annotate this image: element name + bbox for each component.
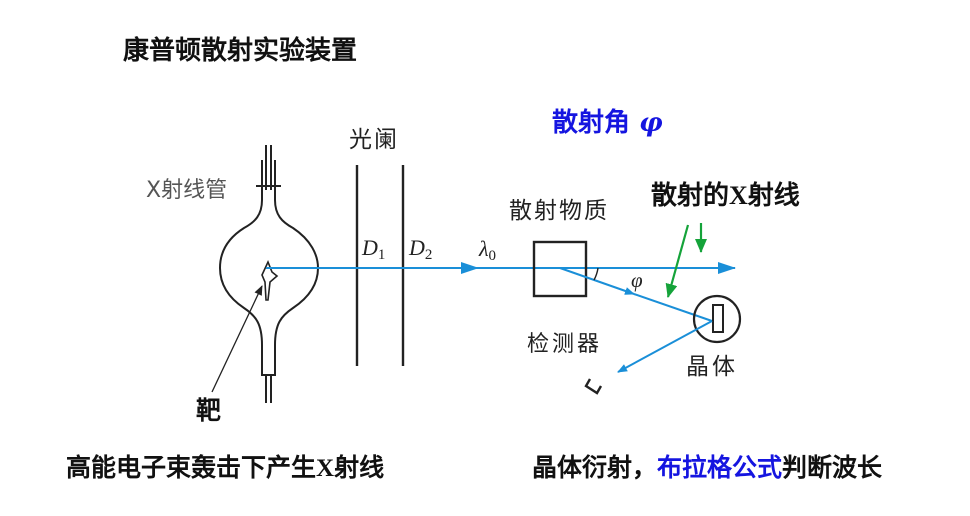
lambda-main: λ	[479, 236, 489, 261]
slit-label: 光阑	[349, 127, 399, 153]
xray-tube-label: X射线管	[146, 178, 228, 203]
scattering-angle-text: 散射角	[552, 108, 631, 138]
wavelength-label: λ0	[479, 238, 496, 264]
angle-phi-label: φ	[631, 268, 643, 292]
diffracted-beam	[617, 320, 713, 373]
caption-right-link: 布拉格公式	[657, 453, 783, 482]
indicator-arrow-long	[665, 224, 690, 298]
scattered-beam	[559, 267, 635, 295]
slit-d1-label: D1	[362, 237, 385, 263]
detector-label: 检测器	[527, 332, 603, 357]
target-label: 靶	[196, 396, 222, 425]
caption-left-x: X	[316, 455, 335, 482]
scattered-xray-heading: 散射的X射线	[651, 181, 800, 211]
d1-sub: 1	[377, 247, 386, 263]
caption-left: 高能电子束轰击下产生X射线	[66, 455, 384, 481]
slit-plates	[355, 165, 405, 366]
detector-shape	[584, 378, 603, 395]
d2-main: D	[409, 235, 425, 260]
angle-arc	[593, 267, 599, 281]
target-pointer	[211, 285, 263, 393]
slit-d2-label: D2	[409, 237, 432, 263]
scatterer-box	[532, 240, 588, 298]
scattering-angle-title: 散射角 φ	[552, 110, 663, 136]
crystal-shape	[692, 294, 742, 344]
page-title: 康普顿散射实验装置	[123, 36, 358, 66]
scattered-xray-suffix: 射线	[747, 181, 800, 211]
scattering-angle-symbol: φ	[639, 108, 663, 138]
caption-left-prefix: 高能电子束轰击下产生	[66, 453, 317, 482]
crystal-label: 晶体	[686, 354, 738, 380]
lambda-sub: 0	[488, 248, 497, 264]
scattered-beam-2	[633, 293, 713, 322]
scattered-xray-x: X	[729, 181, 748, 210]
xray-tube-shape	[218, 145, 320, 403]
scatterer-label: 散射物质	[509, 198, 609, 224]
caption-right: 晶体衍射，布拉格公式判断波长	[532, 455, 882, 480]
scattered-xray-prefix: 散射的	[651, 181, 730, 211]
caption-left-suffix: 射线	[334, 453, 385, 482]
caption-right-prefix: 晶体衍射，	[532, 453, 658, 482]
d2-sub: 2	[424, 247, 433, 263]
caption-right-suffix: 判断波长	[782, 453, 883, 482]
d1-main: D	[362, 235, 378, 260]
